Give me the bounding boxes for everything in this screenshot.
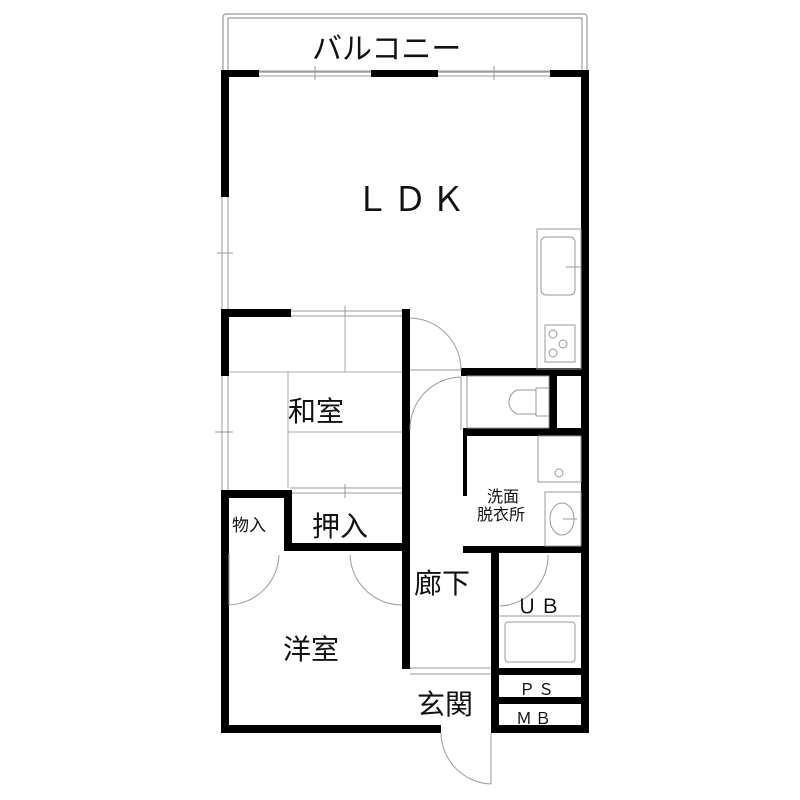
walls [221, 70, 589, 733]
toilet-icon [466, 375, 550, 429]
windows [215, 66, 550, 498]
room-label-balcony: バルコニー [312, 32, 462, 67]
bathtub-icon [499, 615, 581, 663]
room-label-rouka: 廊下 [414, 567, 471, 600]
room-label-genkan: 玄関 [417, 688, 474, 721]
washbasin-icon [544, 491, 582, 547]
room-label-ub: ＵＢ [517, 594, 563, 618]
kitchen-sink-icon [540, 236, 576, 296]
room-label-oshiire: 押入 [312, 510, 369, 543]
tatami-lines [229, 316, 403, 488]
room-label-washitsu: 和室 [288, 395, 345, 428]
room-label-mb: ＭＢ [516, 709, 555, 728]
room-label-youshitsu: 洋室 [283, 633, 340, 666]
room-label-ps: ＰＳ [519, 680, 558, 699]
kitchen-counter [536, 228, 582, 370]
washroom-fixtures [537, 435, 582, 547]
drain-icon [554, 468, 564, 478]
room-label-senmen-line2: 脱衣所 [477, 505, 526, 524]
room-label-ldk: ＬＤＫ [355, 180, 469, 220]
stove-icon [544, 324, 576, 363]
room-label-senmen-line1: 洗面 [487, 487, 520, 506]
room-label-monoire: 物入 [232, 516, 266, 536]
